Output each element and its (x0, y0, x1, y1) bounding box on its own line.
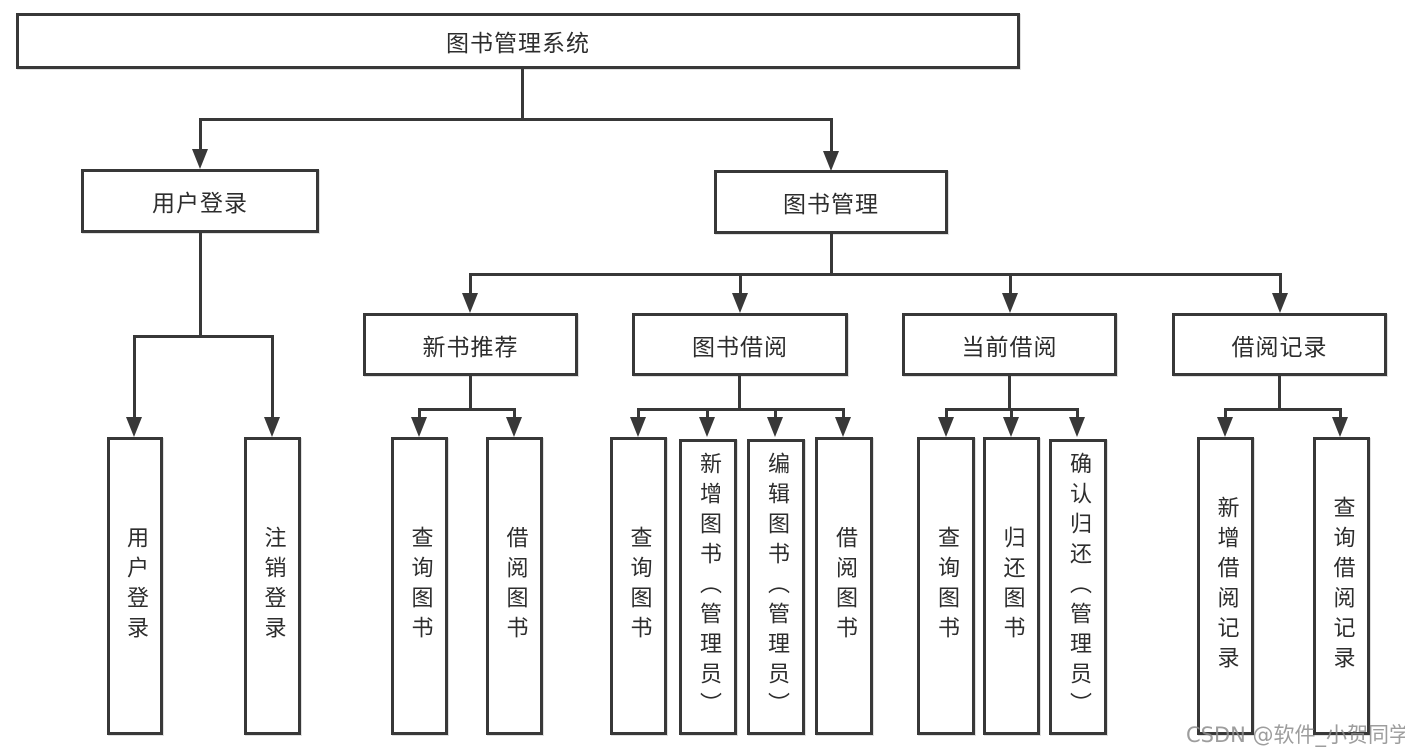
connector-bb-4-shaft (842, 408, 845, 419)
connector-ul-right-shaft (271, 335, 274, 418)
connector-nb-split (418, 408, 516, 411)
connector-root-stub (521, 69, 524, 119)
node-leaf-br-query: 查询借阅记录 (1313, 437, 1370, 735)
arrow-down-icon (630, 417, 646, 437)
connector-cb-shaft (1009, 273, 1012, 295)
connector-nb-left-shaft (418, 408, 421, 419)
node-borrow-record: 借阅记录 (1172, 313, 1387, 376)
node-book-mgmt: 图书管理 (714, 170, 948, 234)
arrow-down-icon (192, 149, 208, 169)
connector-user-login-split (133, 335, 273, 338)
connector-level1-split (199, 118, 833, 121)
node-current-borrow: 当前借阅 (902, 313, 1117, 376)
arrow-down-icon (462, 293, 478, 313)
arrow-down-icon (1217, 417, 1233, 437)
connector-level2-split (469, 273, 1282, 276)
node-book-borrow: 图书借阅 (632, 313, 848, 376)
connector-br-stub (1278, 376, 1281, 408)
arrow-down-icon (938, 417, 954, 437)
arrow-down-icon (1332, 417, 1348, 437)
connector-bb-stub (738, 376, 741, 408)
arrow-down-icon (732, 293, 748, 313)
connector-nb-shaft (469, 273, 472, 295)
connector-user-login-stub (199, 233, 202, 335)
arrow-down-icon (1069, 417, 1085, 437)
node-leaf-nb-query: 查询图书 (391, 437, 448, 735)
arrow-down-icon (835, 417, 851, 437)
node-leaf-cb-query: 查询图书 (917, 437, 975, 735)
node-leaf-bb-add: 新增图书（管理员） (679, 439, 737, 735)
node-root: 图书管理系统 (16, 13, 1020, 69)
arrow-down-icon (699, 417, 715, 437)
connector-bb-1-shaft (637, 408, 640, 419)
connector-bb-2-shaft (706, 408, 709, 419)
connector-cb-3-shaft (1076, 408, 1079, 419)
connector-nb-right-shaft (513, 408, 516, 419)
connector-bb-split (637, 408, 844, 411)
arrow-down-icon (411, 417, 427, 437)
arrow-down-icon (126, 417, 142, 437)
arrow-down-icon (767, 417, 783, 437)
arrow-down-icon (1272, 293, 1288, 313)
connector-br-left-shaft (1224, 408, 1227, 419)
connector-book-mgmt-stub (830, 234, 833, 274)
node-leaf-bb-query: 查询图书 (610, 437, 667, 735)
arrow-down-icon (1003, 417, 1019, 437)
arrow-down-icon (264, 417, 280, 437)
arrow-down-icon (823, 151, 839, 171)
connector-book-mgmt-shaft (830, 118, 833, 151)
connector-bb-shaft (739, 273, 742, 295)
node-leaf-cb-return: 归还图书 (983, 437, 1040, 735)
connector-br-shaft (1279, 273, 1282, 295)
node-leaf-bb-edit: 编辑图书（管理员） (747, 439, 805, 735)
node-leaf-user-login: 用户登录 (107, 437, 163, 735)
node-leaf-nb-borrow: 借阅图书 (486, 437, 543, 735)
connector-cb-2-shaft (1010, 408, 1013, 419)
node-leaf-br-add: 新增借阅记录 (1197, 437, 1254, 735)
arrow-down-icon (506, 417, 522, 437)
connector-cb-stub (1008, 376, 1011, 408)
connector-nb-stub (469, 376, 472, 408)
node-leaf-cb-confirm: 确认归还（管理员） (1049, 439, 1107, 735)
csdn-watermark: CSDN @软件_小贺同学 (1186, 723, 1405, 747)
node-new-book-rec: 新书推荐 (363, 313, 578, 376)
node-leaf-logout: 注销登录 (244, 437, 301, 735)
arrow-down-icon (1002, 293, 1018, 313)
connector-ul-left-shaft (133, 335, 136, 418)
connector-cb-1-shaft (945, 408, 948, 419)
connector-user-login-shaft (199, 118, 202, 150)
connector-br-right-shaft (1339, 408, 1342, 419)
node-user-login: 用户登录 (81, 169, 319, 233)
node-leaf-bb-borrow: 借阅图书 (815, 437, 873, 735)
connector-bb-3-shaft (774, 408, 777, 419)
connector-br-split (1224, 408, 1342, 411)
